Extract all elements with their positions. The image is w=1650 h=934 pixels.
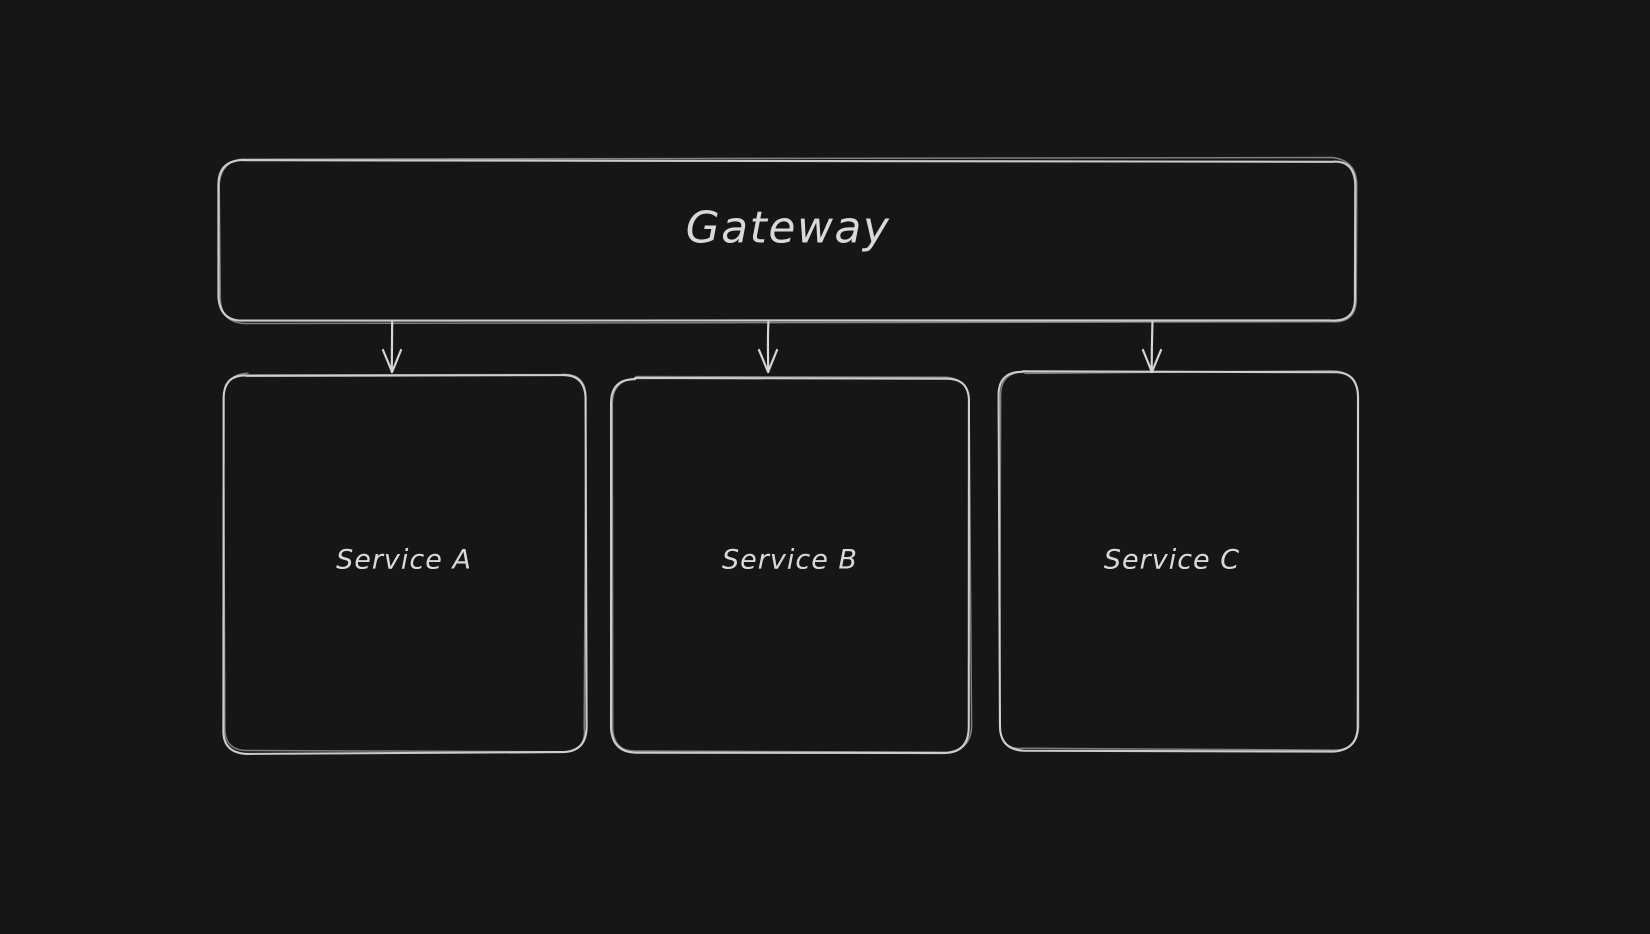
node-service-a[interactable] — [222, 372, 588, 755]
node-gateway[interactable] — [217, 156, 1358, 325]
edge-gateway-to-service-a — [381, 320, 403, 374]
edge-gateway-to-service-c — [1141, 320, 1163, 374]
node-service-b[interactable] — [609, 375, 973, 755]
edge-gateway-to-service-b — [757, 320, 779, 374]
node-service-c[interactable] — [997, 370, 1360, 753]
